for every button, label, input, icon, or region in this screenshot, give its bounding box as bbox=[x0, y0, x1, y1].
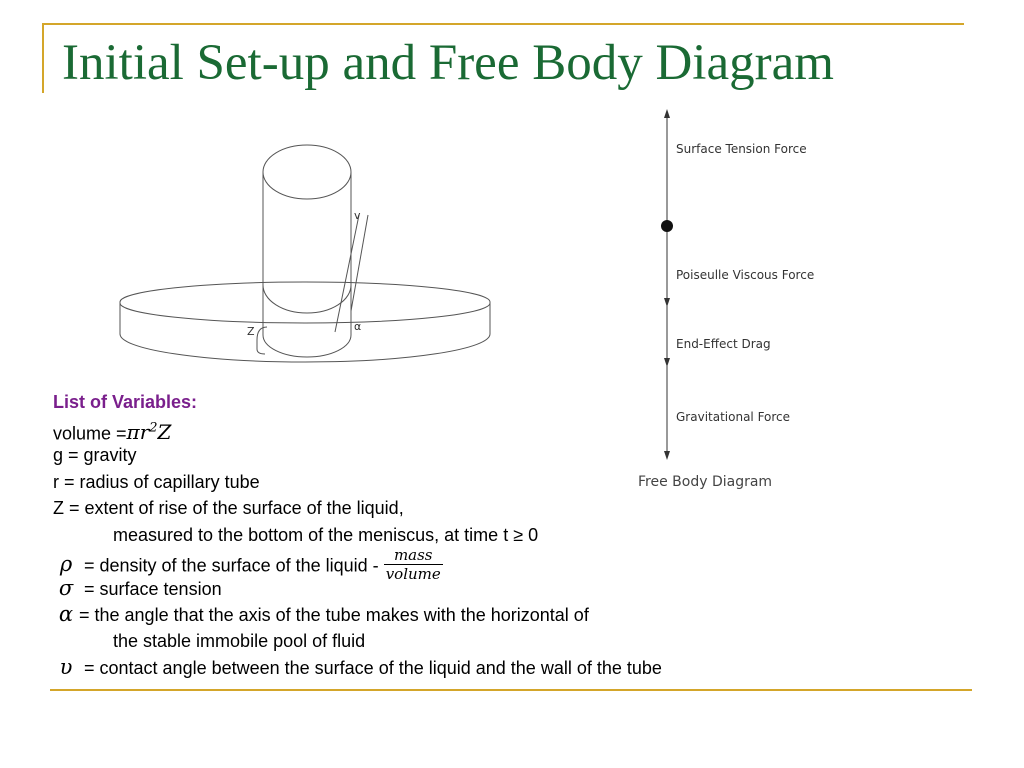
fbd-caption: Free Body Diagram bbox=[638, 474, 772, 490]
variable-alpha-continued: the stable immobile pool of fluid bbox=[113, 630, 366, 651]
variable-alpha: α= the angle that the axis of the tube m… bbox=[53, 601, 953, 628]
alpha-label: α bbox=[354, 320, 361, 333]
variable-r: r = radius of capillary tube bbox=[53, 471, 260, 492]
rho-symbol: ρ bbox=[59, 552, 73, 577]
arrow-down-3 bbox=[664, 451, 670, 460]
rho-text: = density of the surface of the liquid - bbox=[79, 555, 384, 576]
pool-top-ellipse bbox=[119, 281, 491, 363]
slide-title: Initial Set-up and Free Body Diagram bbox=[62, 35, 834, 91]
force-viscous: Poiseulle Viscous Force bbox=[676, 268, 814, 282]
pool-surface-line bbox=[119, 302, 491, 324]
meniscus-curve bbox=[262, 284, 352, 314]
free-body-diagram: Surface Tension Force Poiseulle Viscous … bbox=[638, 109, 814, 490]
tube-top-ellipse bbox=[262, 144, 352, 200]
v-label: v bbox=[354, 209, 361, 222]
alpha-text: = the angle that the axis of the tube ma… bbox=[79, 605, 589, 625]
variable-upsilon: υ = contact angle between the surface of… bbox=[53, 654, 953, 681]
z-label: Z bbox=[247, 325, 255, 338]
sigma-symbol: σ bbox=[58, 575, 74, 600]
force-surface-tension: Surface Tension Force bbox=[676, 142, 807, 156]
variable-g: g = gravity bbox=[53, 445, 137, 465]
top-rule bbox=[42, 23, 964, 25]
arrow-down-2 bbox=[664, 358, 670, 367]
variables-heading: List of Variables: bbox=[53, 392, 198, 412]
volume-formula: πr2Z bbox=[126, 420, 172, 445]
variable-volume: volume =πr2Z bbox=[53, 416, 953, 445]
tangent-line bbox=[350, 214, 369, 312]
force-end-effect-drag: End-Effect Drag bbox=[676, 337, 771, 351]
volume-label: volume = bbox=[53, 423, 127, 444]
sigma-text: = surface tension bbox=[79, 578, 222, 599]
upsilon-symbol: υ bbox=[59, 655, 73, 679]
bottom-rule bbox=[50, 689, 972, 691]
body-point bbox=[661, 220, 673, 232]
variables-list: List of Variables: volume =πr2Z g = grav… bbox=[53, 389, 953, 681]
upsilon-text: = contact angle between the surface of t… bbox=[79, 658, 662, 678]
arrow-down-1 bbox=[664, 298, 670, 307]
variable-rho: ρ = density of the surface of the liquid… bbox=[53, 546, 953, 583]
contact-angle-line bbox=[334, 214, 360, 333]
left-rule bbox=[42, 23, 44, 93]
force-gravitational: Gravitational Force bbox=[676, 410, 790, 424]
z-bracket bbox=[256, 326, 268, 355]
variable-sigma: σ = surface tension bbox=[53, 575, 953, 602]
setup-diagram: v Z α bbox=[119, 144, 491, 363]
alpha-symbol: α bbox=[58, 602, 74, 626]
variable-z: Z = extent of rise of the surface of the… bbox=[53, 498, 404, 518]
arrow-up-top bbox=[664, 109, 670, 118]
variable-z-continued: measured to the bottom of the meniscus, … bbox=[113, 524, 539, 545]
tube-bottom-edge bbox=[262, 334, 352, 358]
